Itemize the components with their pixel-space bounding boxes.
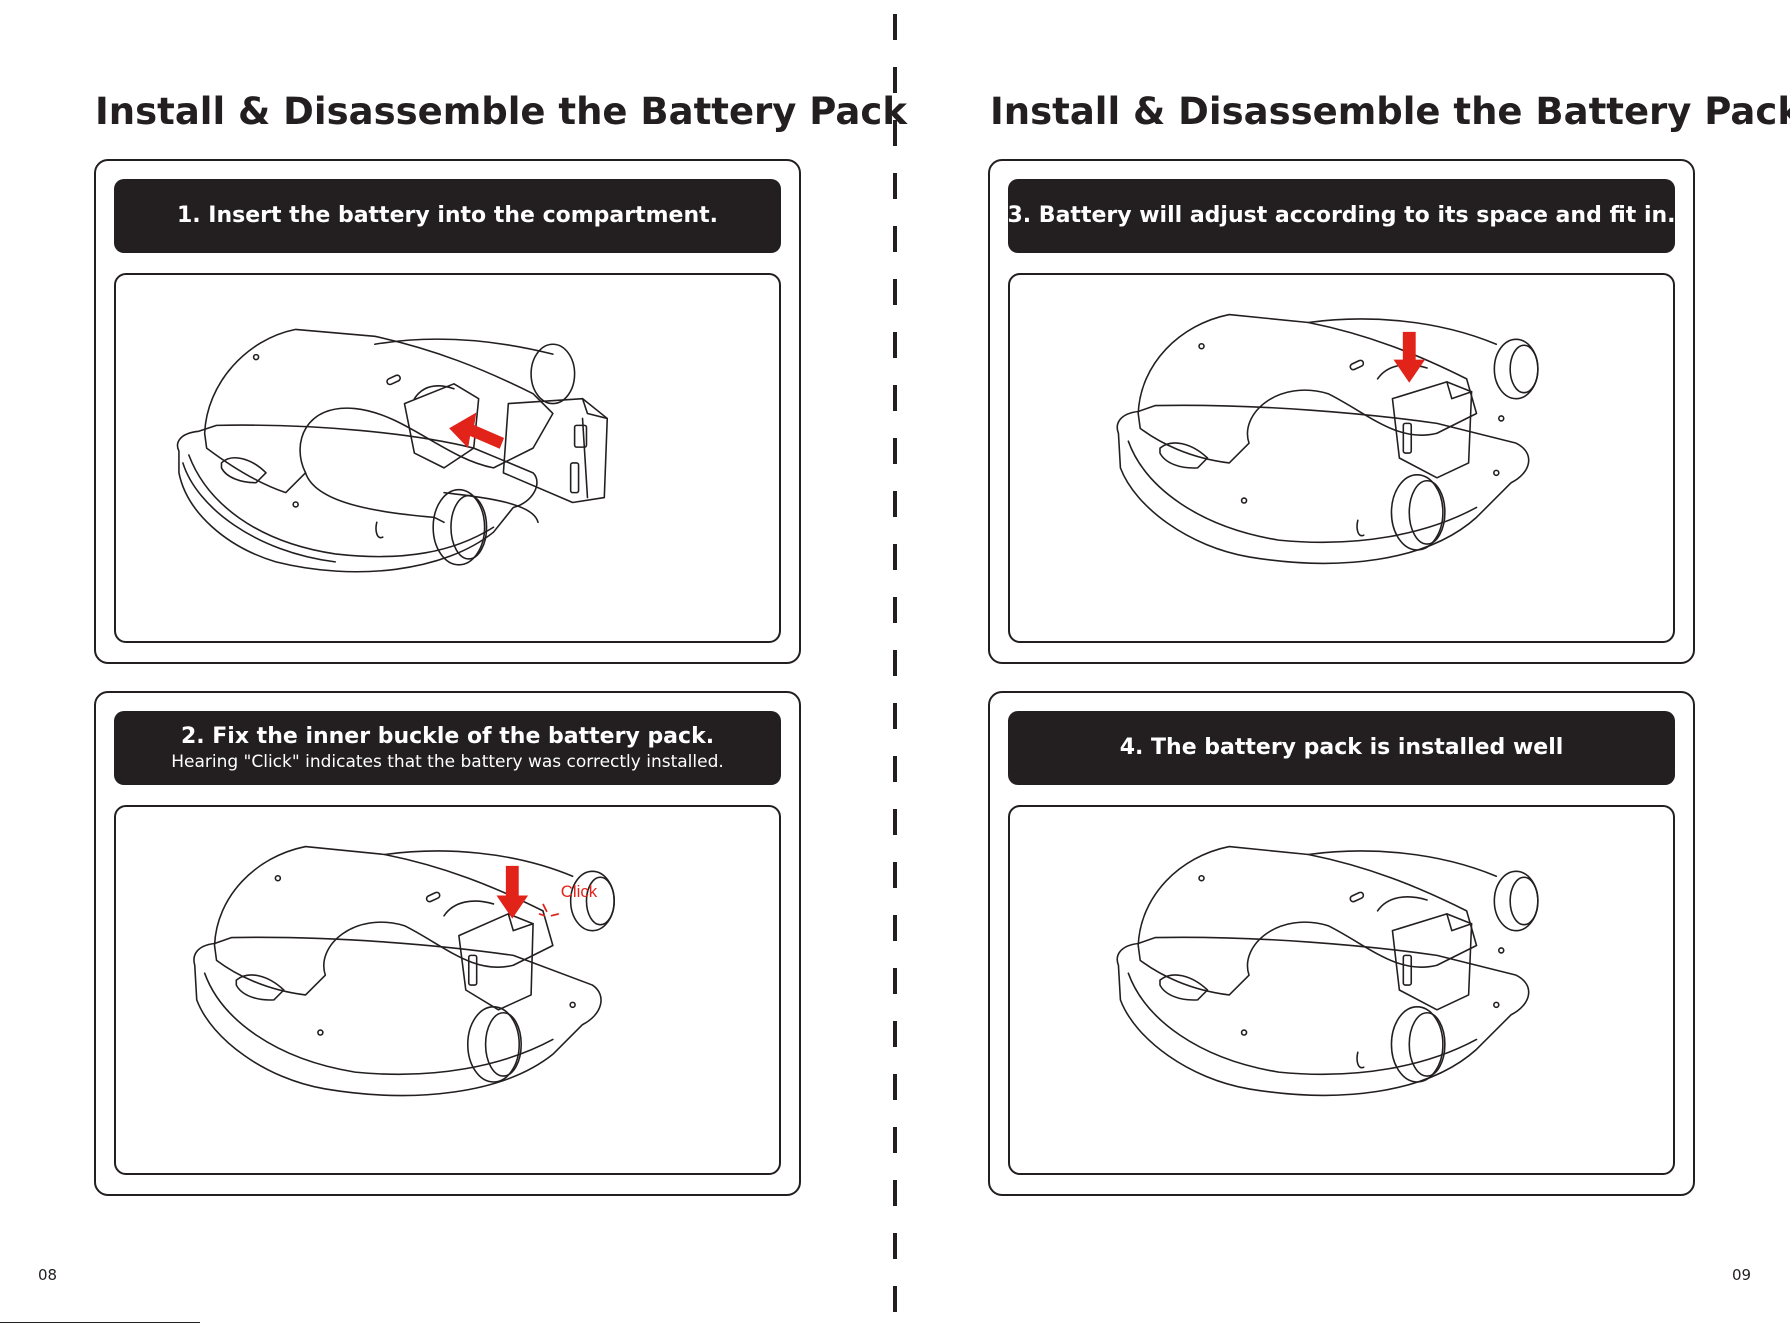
step-card-3: 3. Battery will adjust according to its … (988, 159, 1695, 664)
page-title-right: Install & Disassemble the Battery Pack (990, 90, 1790, 133)
step-subtitle-2: Hearing "Click" indicates that the batte… (171, 751, 724, 773)
page-number-right: 09 (1732, 1266, 1751, 1284)
step-title-4: 4. The battery pack is installed well (1120, 734, 1564, 762)
robot-battery-insert-illustration (116, 275, 779, 641)
step-header-4: 4. The battery pack is installed well (1008, 711, 1675, 785)
step-card-2: 2. Fix the inner buckle of the battery p… (94, 691, 801, 1196)
step-title-3: 3. Battery will adjust according to its … (1007, 202, 1675, 230)
step-title-1: 1. Insert the battery into the compartme… (177, 202, 718, 230)
robot-buckle-click-illustration: Click (116, 807, 779, 1173)
step-header-2: 2. Fix the inner buckle of the battery p… (114, 711, 781, 785)
page-title-left: Install & Disassemble the Battery Pack (95, 90, 907, 133)
step-card-1: 1. Insert the battery into the compartme… (94, 159, 801, 664)
step-title-2: 2. Fix the inner buckle of the battery p… (181, 723, 714, 751)
step-card-4: 4. The battery pack is installed well (988, 691, 1695, 1196)
click-annotation: Click (561, 882, 598, 901)
step-figure-2: Click (114, 805, 781, 1175)
step-header-1: 1. Insert the battery into the compartme… (114, 179, 781, 253)
step-figure-1 (114, 273, 781, 643)
step-figure-4 (1008, 805, 1675, 1175)
page-number-left: 08 (38, 1266, 57, 1284)
step-figure-3 (1008, 273, 1675, 643)
robot-battery-fit-illustration (1010, 275, 1673, 641)
fold-divider (893, 14, 897, 1324)
step-header-3: 3. Battery will adjust according to its … (1008, 179, 1675, 253)
robot-battery-installed-illustration (1010, 807, 1673, 1173)
footnote-rule (0, 1322, 200, 1323)
